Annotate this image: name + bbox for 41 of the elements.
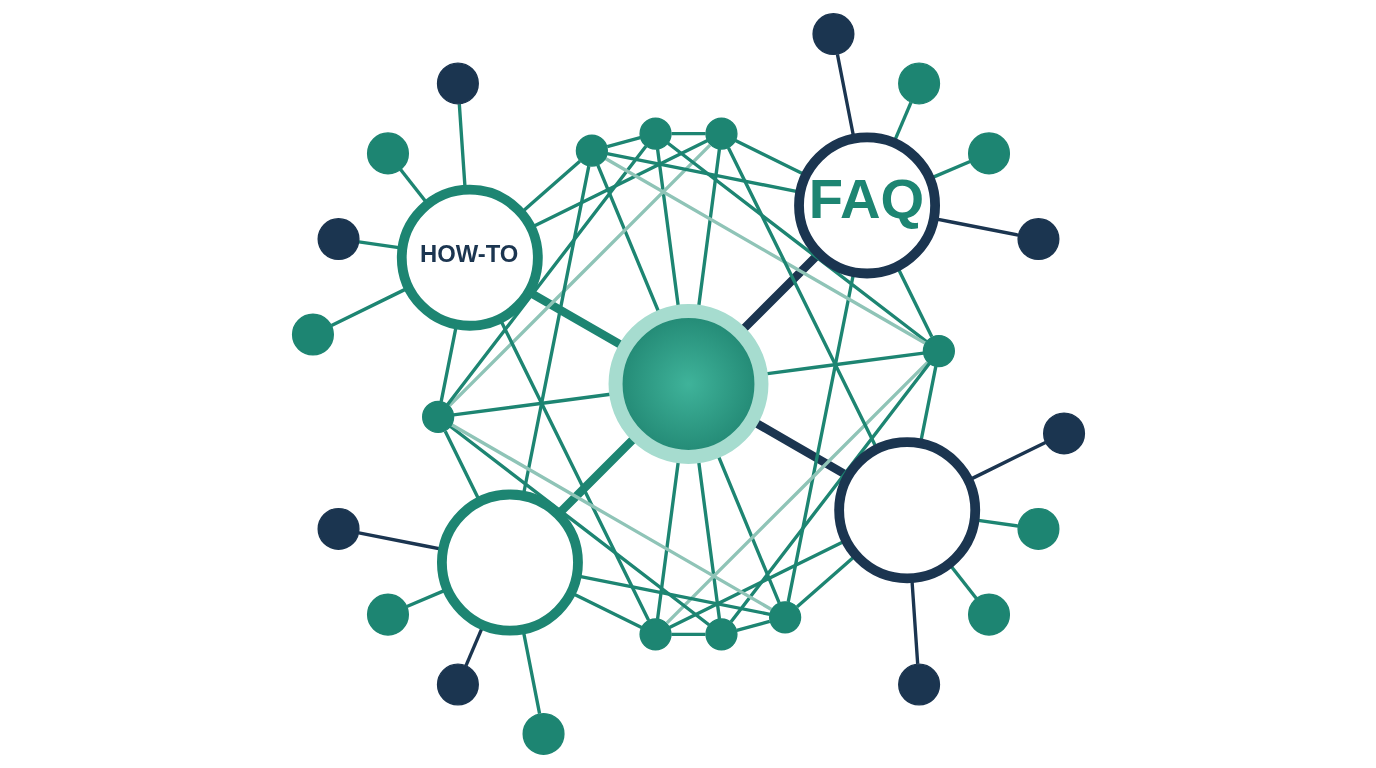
node-circle [922,334,955,368]
connector [449,425,710,627]
node-circle [366,593,409,636]
node-circle [608,304,768,464]
node-circle [1042,412,1085,455]
connector [665,361,929,625]
node-circle [638,117,672,150]
node-circle: HOW-TO [396,184,543,331]
node-circle [436,62,479,105]
node-circle [768,601,801,634]
node-circle [291,313,334,356]
connector [445,145,647,406]
node-circle [317,507,360,550]
node-circle [317,218,360,261]
connector [735,619,770,632]
node-circle [366,132,409,175]
node-circle [704,117,738,150]
connector [670,632,705,637]
node-circle [575,134,608,167]
node-circle [704,618,738,651]
node-circle [522,712,565,755]
connector [666,141,927,343]
node-circle [967,593,1010,636]
node-circle [1016,218,1059,261]
node-circle [638,618,672,651]
node-circle [421,400,454,434]
node-circle [436,663,479,706]
node-circle [436,489,583,636]
connector [450,423,772,611]
node-circle [897,62,940,105]
node-circle [967,132,1010,175]
node-circle: FAQ [793,132,940,279]
node-circle [833,437,980,584]
node-circle [1016,507,1059,550]
node-circle [811,13,854,56]
connector [671,131,706,136]
connector [604,157,926,345]
node-circle [897,663,940,706]
connector [729,362,931,623]
connector [606,136,641,149]
connector [447,143,711,407]
